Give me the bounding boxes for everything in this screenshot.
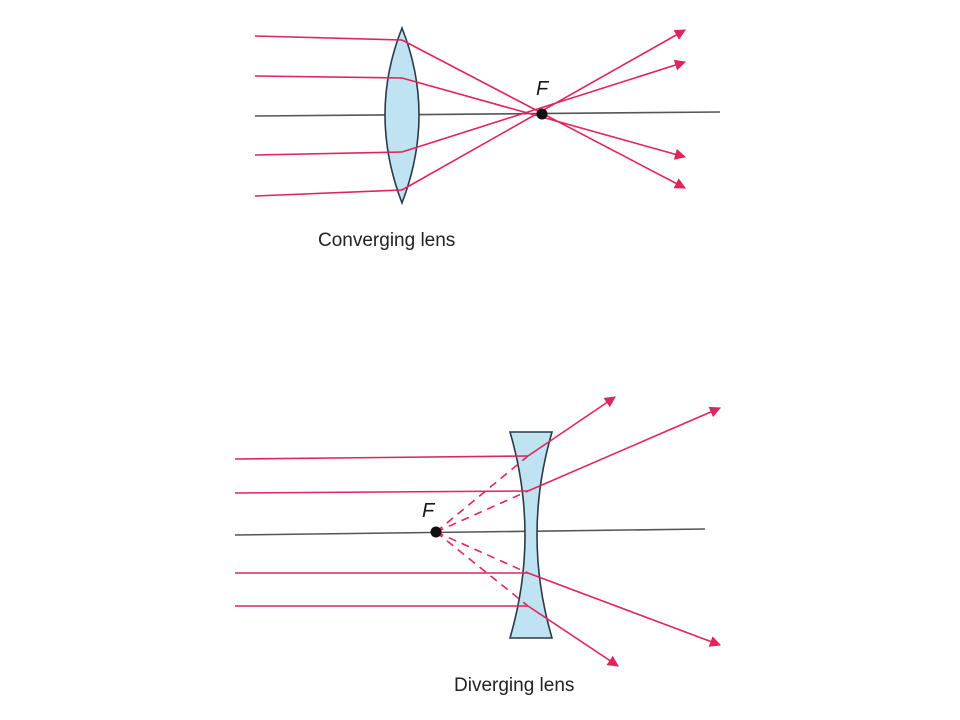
focal-point-converging — [536, 108, 548, 120]
focal-label-diverging: F — [422, 500, 435, 522]
diverging-lens — [508, 431, 554, 639]
converging-lens-svg — [254, 25, 721, 206]
virtual-ray-2 — [435, 490, 529, 533]
incoming-ray-3 — [254, 151, 403, 156]
focal-label-converging: F — [536, 78, 549, 100]
virtual-ray-1 — [435, 455, 529, 533]
incoming-ray-2 — [254, 75, 403, 79]
refracted-ray-4 — [527, 605, 619, 667]
converging-lens-panel: F Converging lens — [200, 0, 740, 290]
incoming-ray-2 — [234, 490, 529, 494]
optical-axis — [234, 528, 706, 536]
diverging-lens-svg — [234, 396, 722, 667]
optical-axis — [254, 111, 721, 117]
refracted-ray-2 — [527, 406, 722, 492]
diverging-lens-panel: F Diverging lens — [200, 330, 740, 720]
refracted-ray-3 — [527, 572, 722, 647]
diverging-caption: Diverging lens — [454, 675, 575, 696]
incoming-ray-4 — [254, 189, 403, 197]
refracted-ray-1 — [527, 396, 616, 457]
virtual-ray-3 — [435, 531, 529, 574]
refracted-ray-3 — [401, 59, 687, 153]
focal-point-diverging — [430, 526, 442, 538]
incoming-ray-1 — [254, 35, 403, 41]
incoming-ray-1 — [234, 455, 529, 460]
virtual-ray-4 — [435, 531, 529, 607]
converging-lens — [384, 25, 420, 206]
converging-caption: Converging lens — [318, 230, 456, 251]
